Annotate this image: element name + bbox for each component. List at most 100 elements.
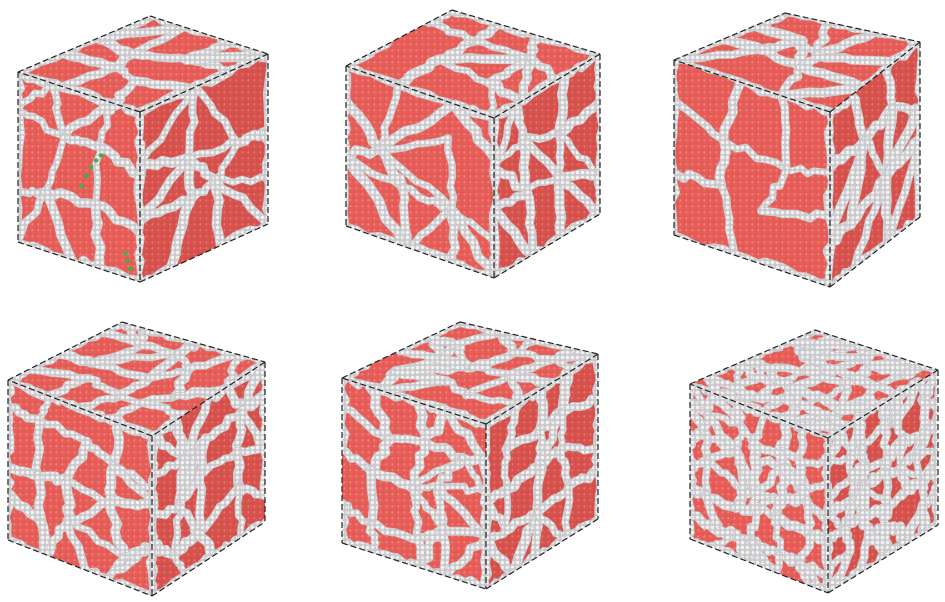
grain-boundary — [366, 522, 379, 557]
grain-boundary — [757, 46, 805, 71]
grain-boundary — [851, 239, 891, 271]
grain-boundary — [828, 460, 832, 502]
grain-boundary — [152, 502, 184, 521]
grain-boundary — [519, 130, 563, 143]
grain-boundary — [556, 132, 600, 179]
box-edges — [341, 321, 599, 590]
grain-boundary — [554, 172, 600, 218]
grain-boundary — [18, 80, 54, 113]
grain-boundary — [690, 464, 697, 493]
cube-panel-4 — [7, 321, 266, 597]
grain-boundary — [799, 479, 828, 493]
grain-boundary — [502, 486, 511, 534]
grain-boundary — [371, 549, 425, 572]
grain-boundary — [138, 399, 188, 418]
top-face-4 — [8, 322, 265, 436]
grain-boundary — [818, 393, 845, 415]
grain-boundary — [530, 509, 543, 563]
grain-boundary — [469, 364, 515, 378]
grain-boundary — [559, 395, 598, 417]
grain-boundary — [823, 168, 830, 221]
grain-boundary — [395, 55, 444, 90]
grain-boundary — [674, 169, 725, 189]
grain-boundary — [719, 78, 745, 145]
grain-boundary — [8, 489, 14, 544]
cube-panel-2 — [345, 9, 601, 279]
grain-boundary — [8, 380, 15, 412]
grain-boundary — [346, 151, 412, 252]
grain-boundary — [533, 460, 546, 517]
grain-boundary — [747, 504, 760, 545]
grain-boundary — [714, 526, 741, 540]
grain-boundary — [847, 136, 870, 229]
grain-boundary — [494, 113, 501, 173]
grain-boundary — [690, 511, 724, 537]
grain-boundary — [822, 533, 828, 577]
grain-boundary — [449, 99, 494, 162]
grain-boundary — [932, 449, 938, 472]
grain-boundary — [342, 538, 380, 558]
grain-boundary — [489, 154, 494, 245]
grain-boundary — [195, 434, 210, 479]
grain-boundary — [915, 42, 920, 112]
grain-boundary — [932, 487, 938, 530]
grain-boundary — [129, 24, 188, 58]
grain-boundary — [501, 446, 511, 492]
grain-boundary — [914, 134, 920, 222]
grain-boundary — [732, 398, 745, 429]
grain-boundary — [377, 81, 401, 153]
grain-boundary — [555, 131, 564, 180]
grain-boundary — [787, 383, 828, 403]
cube-panel-3 — [673, 12, 921, 288]
grain-boundary — [18, 187, 49, 198]
grain-boundary — [752, 411, 770, 447]
grain-boundary — [729, 383, 761, 402]
grain-boundary — [783, 165, 830, 177]
grain-boundary — [18, 106, 68, 140]
grain-boundary — [140, 154, 193, 225]
grain-boundary — [166, 196, 195, 273]
grain-boundary — [447, 205, 494, 278]
grain-boundary — [880, 469, 893, 511]
grain-boundary — [902, 477, 928, 495]
grain-boundary — [41, 187, 100, 209]
grain-boundary — [523, 187, 537, 258]
grain-boundary — [174, 351, 193, 373]
cube-panel-6 — [689, 329, 939, 594]
grain-boundary — [557, 446, 573, 490]
grain-boundary — [235, 483, 245, 541]
grain-boundary — [259, 362, 265, 397]
grain-boundary — [410, 485, 445, 530]
grain-boundary — [494, 101, 521, 171]
grain-boundary — [87, 359, 153, 382]
grain-boundary — [212, 140, 241, 182]
grain-boundary — [777, 92, 790, 173]
grain-boundary — [494, 187, 531, 214]
grain-boundary — [479, 455, 486, 497]
grain-boundary — [171, 365, 194, 400]
grain-boundary — [93, 23, 189, 43]
grain-boundary — [842, 526, 854, 555]
grain-boundary — [8, 403, 43, 423]
grain-boundary — [507, 370, 556, 388]
grain-boundary — [463, 393, 523, 406]
grain-boundary — [152, 542, 158, 596]
grain-boundary — [197, 448, 241, 478]
cube-panel-5 — [341, 321, 599, 590]
grain-boundary — [106, 499, 129, 562]
grain-boundary — [139, 341, 181, 358]
grain-boundary — [690, 512, 694, 542]
grain-boundary — [753, 393, 791, 404]
grain-boundary — [399, 184, 455, 213]
grain-boundary — [420, 438, 466, 462]
grain-boundary — [170, 528, 204, 560]
grain-boundary — [674, 96, 727, 144]
grain-boundary — [795, 560, 812, 589]
grain-boundary — [463, 371, 514, 399]
grain-boundary — [104, 546, 152, 582]
grain-boundary — [35, 416, 90, 445]
grain-boundary — [772, 552, 783, 576]
grain-boundary — [720, 137, 790, 172]
grain-boundary — [555, 97, 600, 139]
grain-boundary — [674, 96, 679, 176]
